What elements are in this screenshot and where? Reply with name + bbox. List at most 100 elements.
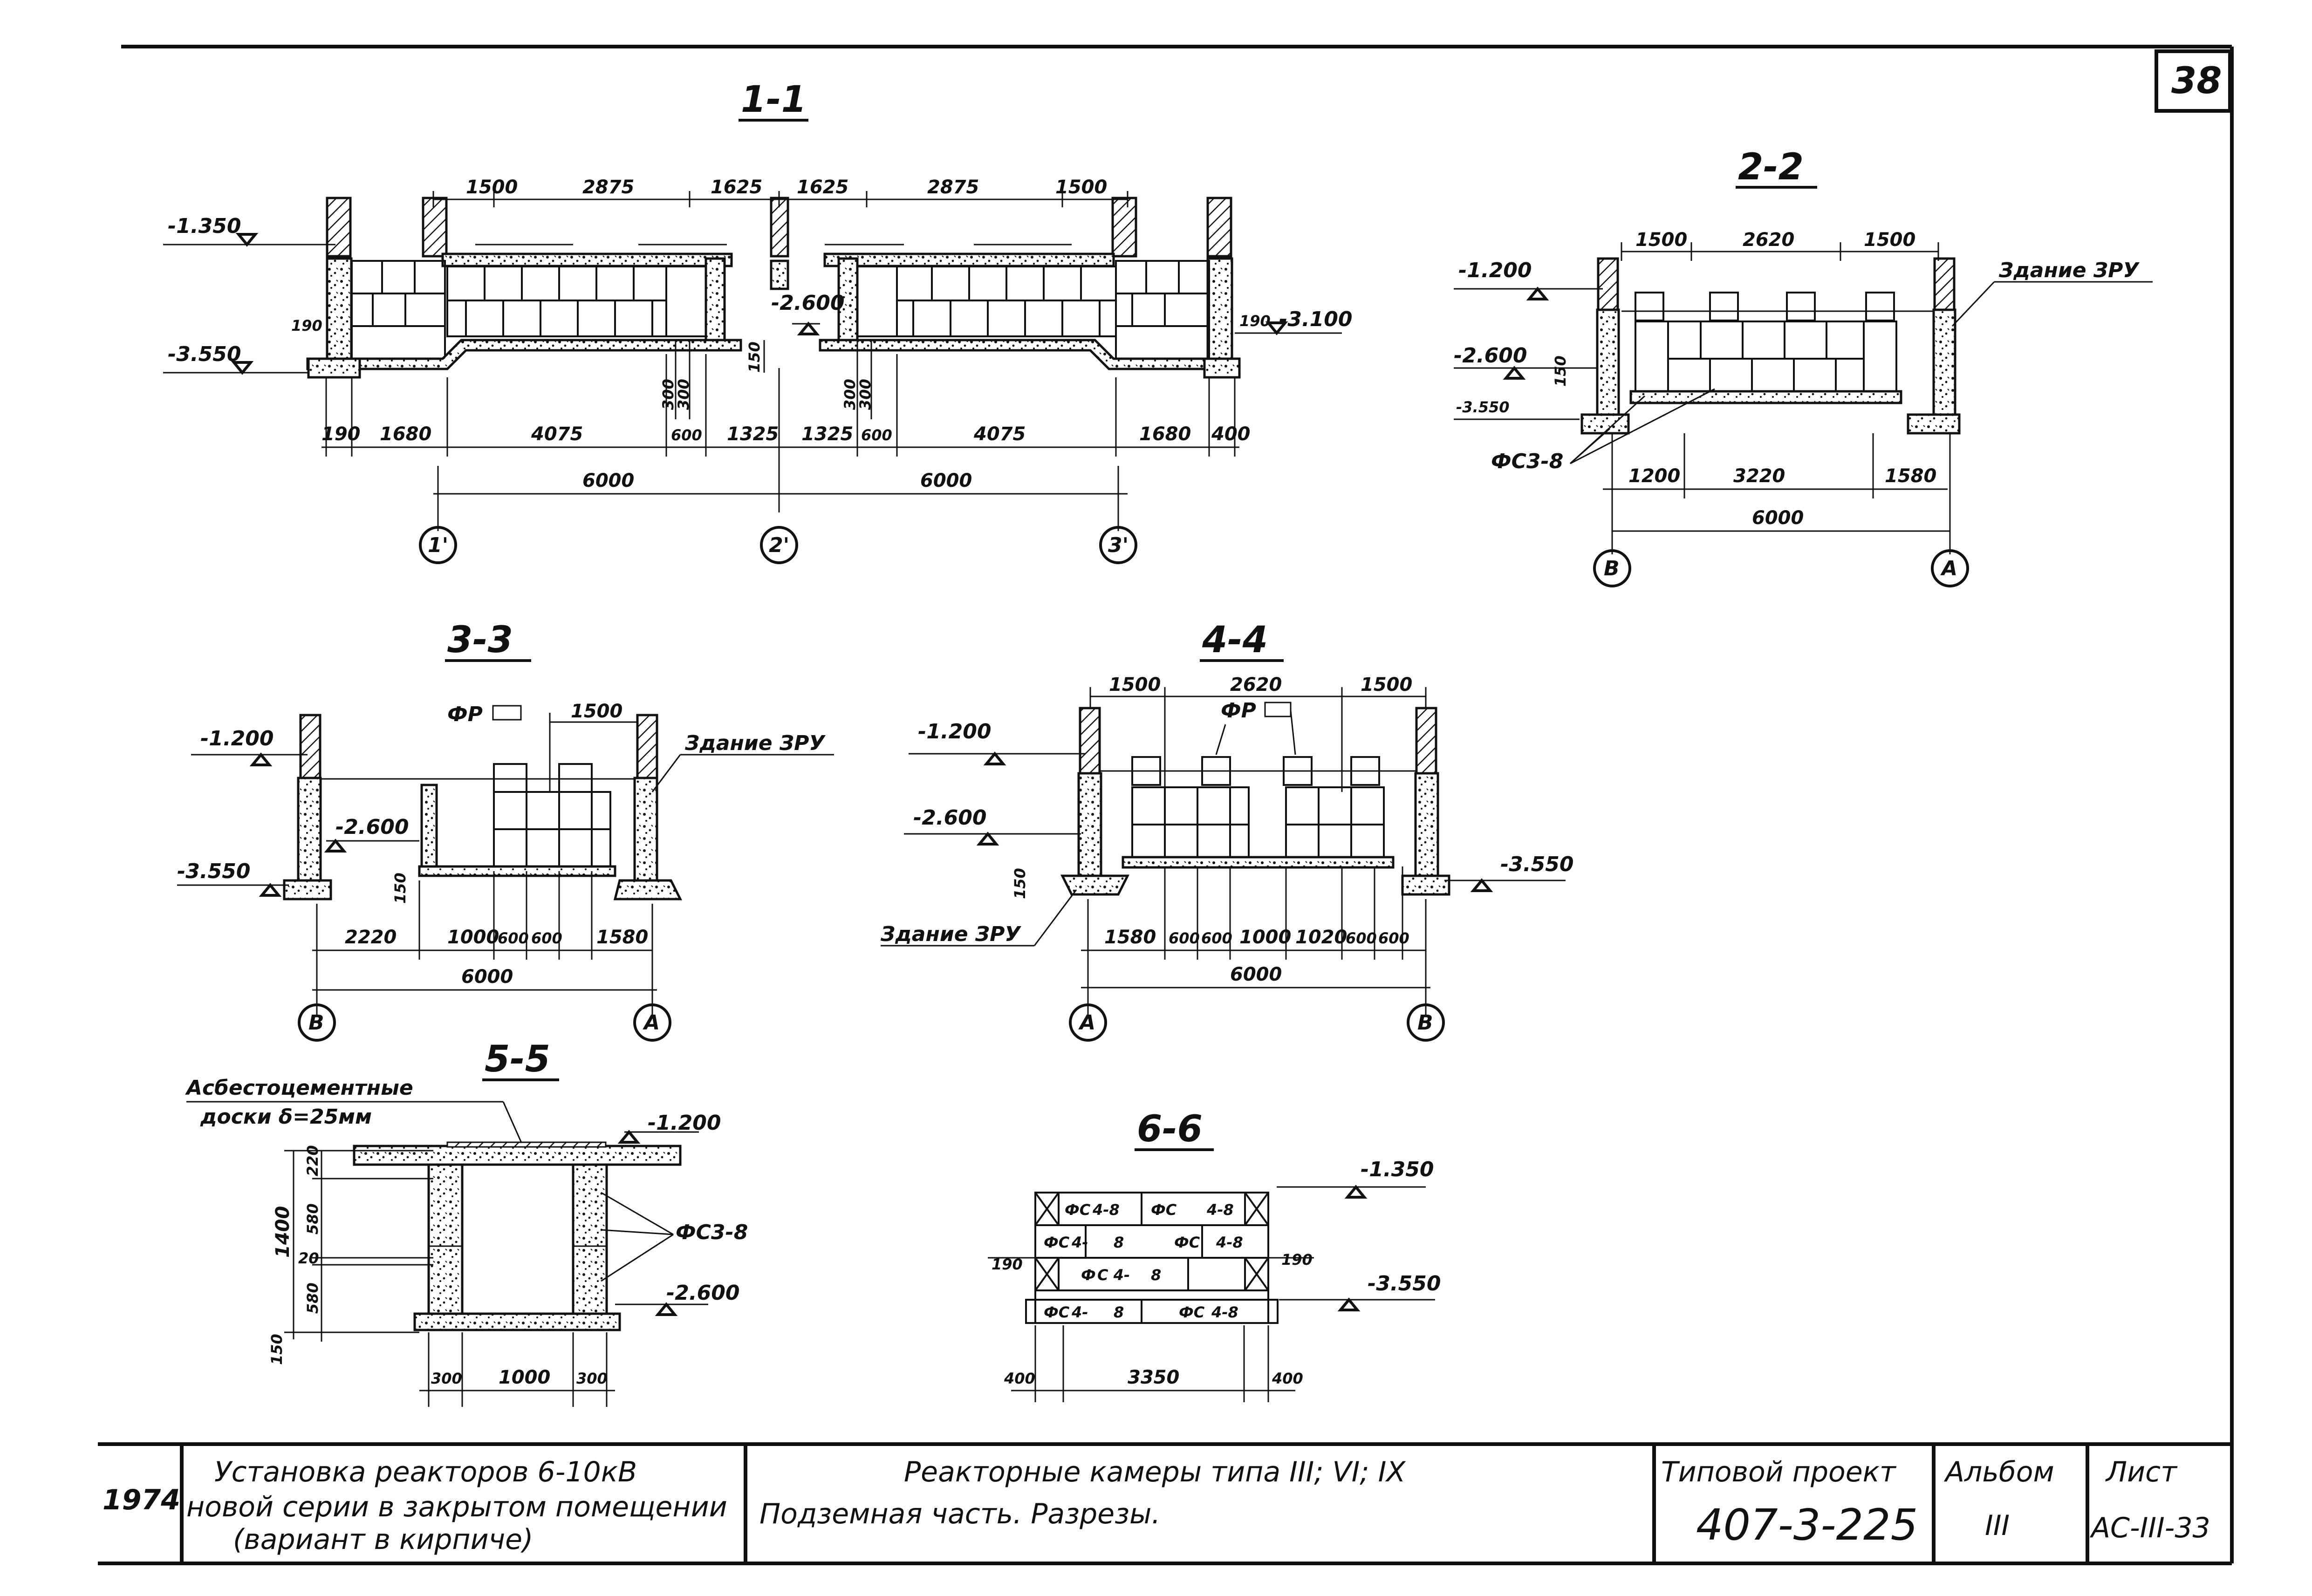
- dim-5-5-bot-1: 1000: [499, 1367, 550, 1388]
- row2-3: ФС: [1174, 1234, 1200, 1251]
- level-1-1-right: -3.100: [1279, 307, 1352, 331]
- year: 1974: [103, 1484, 180, 1516]
- axis-marker-B-3-3: [298, 1003, 336, 1042]
- dim-1-1-190-left: 190: [291, 317, 322, 334]
- section-5-5: 5-5 Асбестоцементные доски δ=25мм -1.200…: [185, 1038, 748, 1407]
- dim-6-6-bot-2: 400: [1272, 1370, 1303, 1387]
- level-2-2-1: -2.600: [1454, 344, 1527, 368]
- row4-1: 4-: [1071, 1303, 1088, 1321]
- dim-1-1-bot-8: 1680: [1139, 423, 1191, 445]
- axis-label-1-1-0: 1': [428, 533, 448, 557]
- note-5-5-line1: Асбестоцементные: [185, 1076, 413, 1100]
- dim-5-5-20: 20: [298, 1249, 319, 1267]
- level-3-3-1: -2.600: [335, 815, 409, 839]
- row4-4: 4-8: [1211, 1303, 1238, 1321]
- row3-1: С 4-: [1097, 1266, 1130, 1284]
- row4-3: ФС: [1179, 1303, 1205, 1321]
- row1-3: 4-8: [1206, 1201, 1234, 1219]
- dim-2-2-150: 150: [1552, 355, 1569, 387]
- section-title-2-2: 2-2: [1738, 146, 1804, 188]
- section-title-1-1: 1-1: [741, 79, 807, 121]
- axis-2-2-0: В: [1604, 557, 1620, 580]
- dim-1-1-bot-9: 400: [1211, 423, 1251, 445]
- axis-marker-B-2-2: [1593, 549, 1631, 587]
- block-label-5-5: ФС3-8: [676, 1221, 748, 1244]
- album-number: III: [1985, 1509, 2010, 1542]
- section-4-4: 4-4 ФР 1500 2620 1500 -1.200 -2.600 -: [880, 619, 1573, 1042]
- axis-4-4-1: В: [1417, 1011, 1433, 1035]
- dim-1-1-300c: 300: [841, 379, 859, 410]
- level-2-2-2: -3.550: [1456, 398, 1510, 416]
- row2-4: 4-8: [1216, 1234, 1243, 1251]
- dim-3-3-bot-2: 600: [498, 929, 529, 947]
- album-label: Альбом: [1943, 1456, 2054, 1488]
- dim-4-4-bot-3: 1000: [1239, 927, 1291, 948]
- building-label-2-2: Здание ЗРУ: [1998, 259, 2140, 282]
- dim-2-2-top-2: 1500: [1864, 229, 1915, 251]
- dim-4-4-bot-1: 600: [1169, 929, 1200, 947]
- dim-4-4-total: 6000: [1230, 964, 1282, 985]
- section-title-4-4: 4-4: [1202, 619, 1268, 661]
- axis-3-3-1: А: [643, 1011, 660, 1035]
- axis-2-2-1: А: [1940, 557, 1957, 580]
- row2-0: ФС: [1044, 1234, 1070, 1251]
- work-line1: Установка реакторов 6-10кВ: [214, 1456, 637, 1488]
- dim-1-1-300a: 300: [659, 379, 677, 410]
- level-3-3-0: -1.200: [200, 727, 274, 750]
- axis-marker-B-4-4: [1407, 1003, 1445, 1042]
- dim-1-1-bot-7: 4075: [973, 423, 1026, 445]
- level-4-4-0: -1.200: [918, 720, 991, 743]
- axis-4-4-0: А: [1078, 1011, 1095, 1035]
- dim-5-5-bot-2: 300: [576, 1370, 608, 1387]
- axis-label-1-1-1: 2': [769, 533, 789, 557]
- dim-6-6-bot-1: 3350: [1128, 1367, 1179, 1388]
- row2-1: 4-: [1071, 1234, 1088, 1251]
- dim-1-1-bot-0: 190: [321, 423, 361, 445]
- dim-3-3-bot-4: 1580: [596, 927, 648, 948]
- dim-5-5-220: 220: [304, 1145, 321, 1176]
- dim-4-4-bot-2: 600: [1201, 929, 1232, 947]
- dim-3-3-150: 150: [391, 873, 409, 904]
- building-label-3-3: Здание ЗРУ: [684, 731, 826, 755]
- row1-1: 4-8: [1092, 1201, 1120, 1219]
- fr-label-3-3: ФР: [447, 703, 483, 726]
- level-6-6-1: -3.550: [1368, 1272, 1441, 1296]
- dim-2-2-total: 6000: [1752, 507, 1804, 529]
- dim-6-6-side-1: 190: [1281, 1251, 1313, 1269]
- dim-5-5-1400: 1400: [272, 1206, 294, 1258]
- dim-2-2-top-1: 2620: [1743, 229, 1794, 251]
- dim-4-4-bot-4: 1020: [1295, 927, 1347, 948]
- work-line2: новой серии в закрытом помещении: [186, 1491, 727, 1523]
- dim-2-2-bot-2: 1580: [1885, 465, 1936, 487]
- building-label-4-4: Здание ЗРУ: [880, 922, 1021, 946]
- title-block: 1974 Установка реакторов 6-10кВ новой се…: [98, 1442, 2232, 1563]
- dim-1-1-top-4: 2875: [927, 177, 979, 198]
- dim-1-1-top-5: 1500: [1055, 177, 1107, 198]
- dim-5-5-150: 150: [268, 1334, 286, 1365]
- row3-2: 8: [1151, 1266, 1161, 1284]
- sheet-frame: 38: [98, 45, 2234, 1565]
- dim-1-1-bot-1: 1680: [380, 423, 431, 445]
- axis-marker-3: [1099, 526, 1137, 564]
- axis-label-1-1-2: 3': [1108, 533, 1129, 557]
- dim-1-1-300b: 300: [675, 379, 692, 410]
- level-4-4-2: -3.550: [1500, 853, 1573, 876]
- dim-1-1-top-2: 1625: [711, 177, 762, 198]
- level-5-5-0: -1.200: [648, 1111, 721, 1135]
- section-2-2: 2-2 -1.200 -2.600 -3.550 150 1500 2620 1…: [1454, 146, 2153, 587]
- dim-4-4-top-0: 1500: [1109, 674, 1161, 696]
- dim-4-4-top-1: 2620: [1230, 674, 1282, 696]
- axis-3-3-0: В: [308, 1011, 324, 1035]
- row1-0: ФС: [1065, 1201, 1091, 1219]
- dim-6-6-bot-0: 400: [1004, 1370, 1035, 1387]
- sheet-label: Лист: [2105, 1456, 2178, 1488]
- dim-5-5-580b: 580: [304, 1282, 321, 1314]
- level-2-2-0: -1.200: [1458, 259, 1532, 282]
- dim-3-3-top: 1500: [571, 701, 622, 722]
- dim-4-4-bot-0: 1580: [1104, 927, 1156, 948]
- dim-1-1-top-3: 1625: [797, 177, 848, 198]
- level-1-1-top: -1.350: [168, 214, 241, 238]
- sheet-number: 38: [2171, 60, 2222, 102]
- dim-3-3-bot-1: 1000: [447, 927, 499, 948]
